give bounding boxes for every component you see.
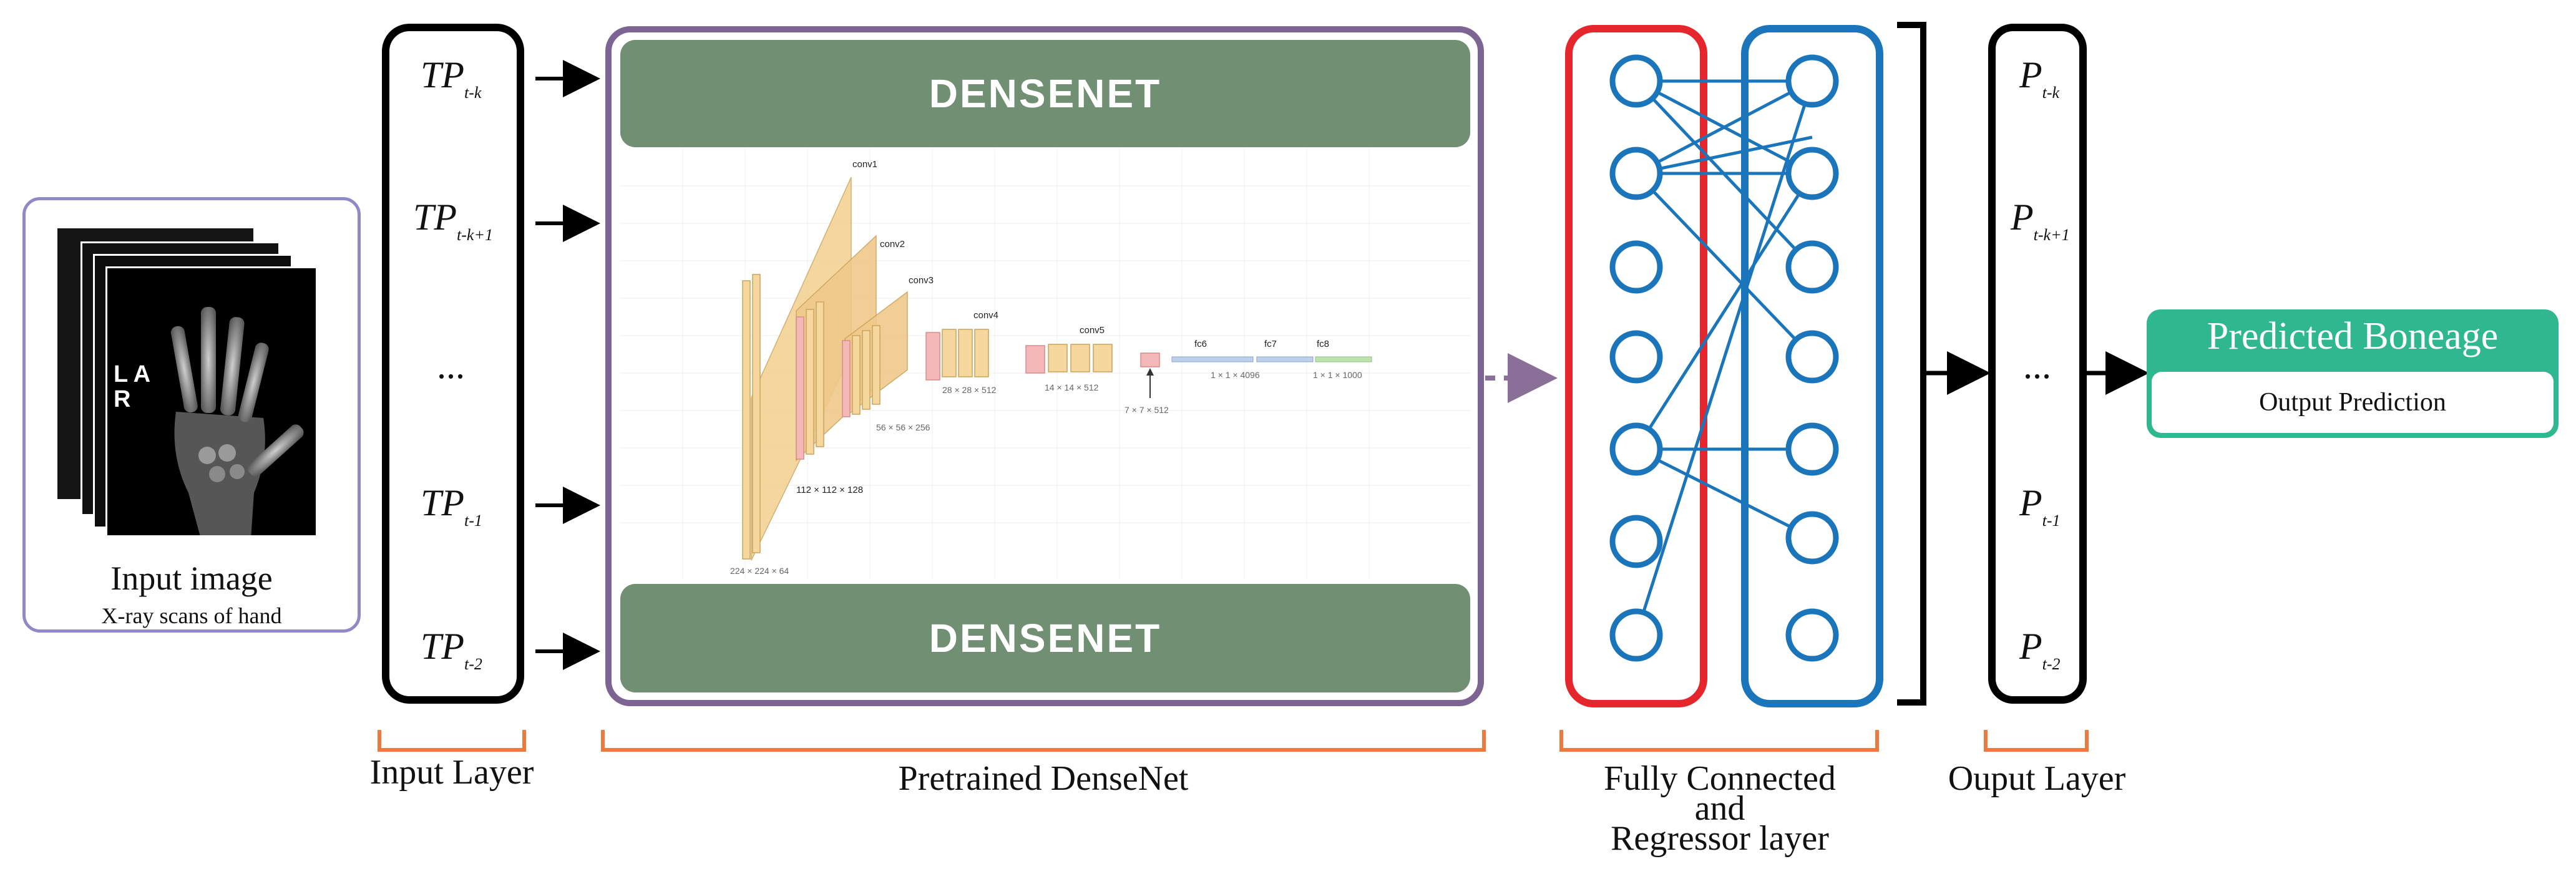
- fc-node: [1609, 422, 1663, 476]
- conv2-pool: [796, 316, 804, 460]
- input-tp-t-k+1: TPt-k+1: [413, 197, 493, 244]
- conv1-slab-a: [742, 280, 751, 560]
- output-layer-box: [1988, 24, 2087, 704]
- output-ellipsis: ...: [2023, 345, 2051, 386]
- dim-28: 28 × 28 × 512: [942, 385, 997, 395]
- caption-fc-line1: Fully Connected: [1604, 759, 1836, 798]
- fc-node: [1609, 240, 1663, 294]
- hand-xray-icon: [170, 307, 304, 535]
- regressor-node: [1785, 330, 1839, 384]
- input-layer-box: [382, 24, 524, 704]
- conv2-slab-a: [806, 309, 814, 455]
- conv2-slab-b: [816, 301, 824, 447]
- regressor-node: [1785, 422, 1839, 476]
- output-p-t-k: Pt-k: [2019, 54, 2060, 102]
- fc8-bar: [1315, 356, 1372, 362]
- regressor-node: [1785, 54, 1839, 108]
- fc-node: [1609, 608, 1663, 662]
- dim-56: 56 × 56 × 256: [876, 422, 930, 432]
- fc-node: [1609, 147, 1663, 200]
- regressor-node: [1785, 511, 1839, 565]
- label-conv1: conv1: [852, 159, 877, 170]
- input-tp-t-2: TPt-2: [421, 626, 482, 673]
- densenet-top-block: DENSENET: [620, 40, 1470, 147]
- dim-14: 14 × 14 × 512: [1045, 382, 1099, 392]
- output-p-t-k+1: Pt-k+1: [2011, 197, 2070, 244]
- regressor-node: [1785, 240, 1839, 294]
- label-conv3: conv3: [909, 275, 934, 286]
- label-fc6: fc6: [1194, 339, 1207, 349]
- output-p-t-2: Pt-2: [2019, 626, 2061, 673]
- prediction-panel: Predicted Boneage Output Prediction: [2147, 309, 2559, 438]
- conv1-slab-b: [752, 274, 761, 553]
- conv4-pool: [925, 332, 940, 381]
- dim-1000: 1 × 1 × 1000: [1313, 370, 1362, 380]
- fc-node: [1609, 54, 1663, 108]
- caption-fc-line2: and: [1694, 789, 1745, 828]
- input-tp-t-k: TPt-k: [421, 54, 482, 102]
- input-ellipsis: ...: [437, 345, 465, 386]
- xray-marker: L AR: [114, 361, 151, 412]
- label-conv4: conv4: [973, 310, 998, 321]
- caption-densenet: Pretrained DenseNet: [898, 759, 1189, 798]
- label-conv5: conv5: [1080, 325, 1105, 336]
- network-architecture-figure: conv1 conv2 conv3 conv4 conv5 fc6 fc7 fc…: [620, 148, 1470, 579]
- fc-node: [1609, 515, 1663, 568]
- caption-input-layer: Input Layer: [369, 753, 534, 792]
- dim-4096: 1 × 1 × 4096: [1211, 370, 1260, 380]
- regressor-node: [1785, 147, 1839, 200]
- densenet-bottom-block: DENSENET: [620, 584, 1470, 692]
- conv5-pool: [1025, 345, 1045, 374]
- dim-7: 7 × 7 × 512: [1125, 405, 1169, 415]
- output-p-t-1: Pt-1: [2019, 482, 2061, 530]
- input-image-subtitle: X-ray scans of hand: [101, 603, 282, 628]
- caption-output-layer: Ouput Layer: [1948, 759, 2126, 798]
- input-image-panel: L AR Input image X-ray scans of hand: [22, 197, 361, 633]
- caption-fc-line3: Regressor layer: [1611, 819, 1829, 858]
- xray-scan-front: L AR: [105, 266, 318, 537]
- dim-224: 224 × 224 × 64: [730, 566, 789, 576]
- label-fc8: fc8: [1317, 339, 1329, 349]
- input-image-title: Input image: [110, 560, 273, 597]
- dim-112: 112 × 112 × 128: [796, 485, 863, 495]
- regressor-node: [1785, 608, 1839, 662]
- prediction-title: Predicted Boneage: [2207, 315, 2499, 357]
- conv3-pool: [842, 340, 851, 417]
- label-fc7: fc7: [1264, 339, 1277, 349]
- fc6-bar: [1171, 356, 1254, 362]
- fc-node: [1609, 330, 1663, 384]
- final-pool: [1140, 352, 1160, 367]
- prediction-subtitle: Output Prediction: [2152, 372, 2554, 433]
- input-tp-t-1: TPt-1: [421, 482, 482, 530]
- label-conv2: conv2: [880, 239, 905, 250]
- fc7-bar: [1256, 356, 1314, 362]
